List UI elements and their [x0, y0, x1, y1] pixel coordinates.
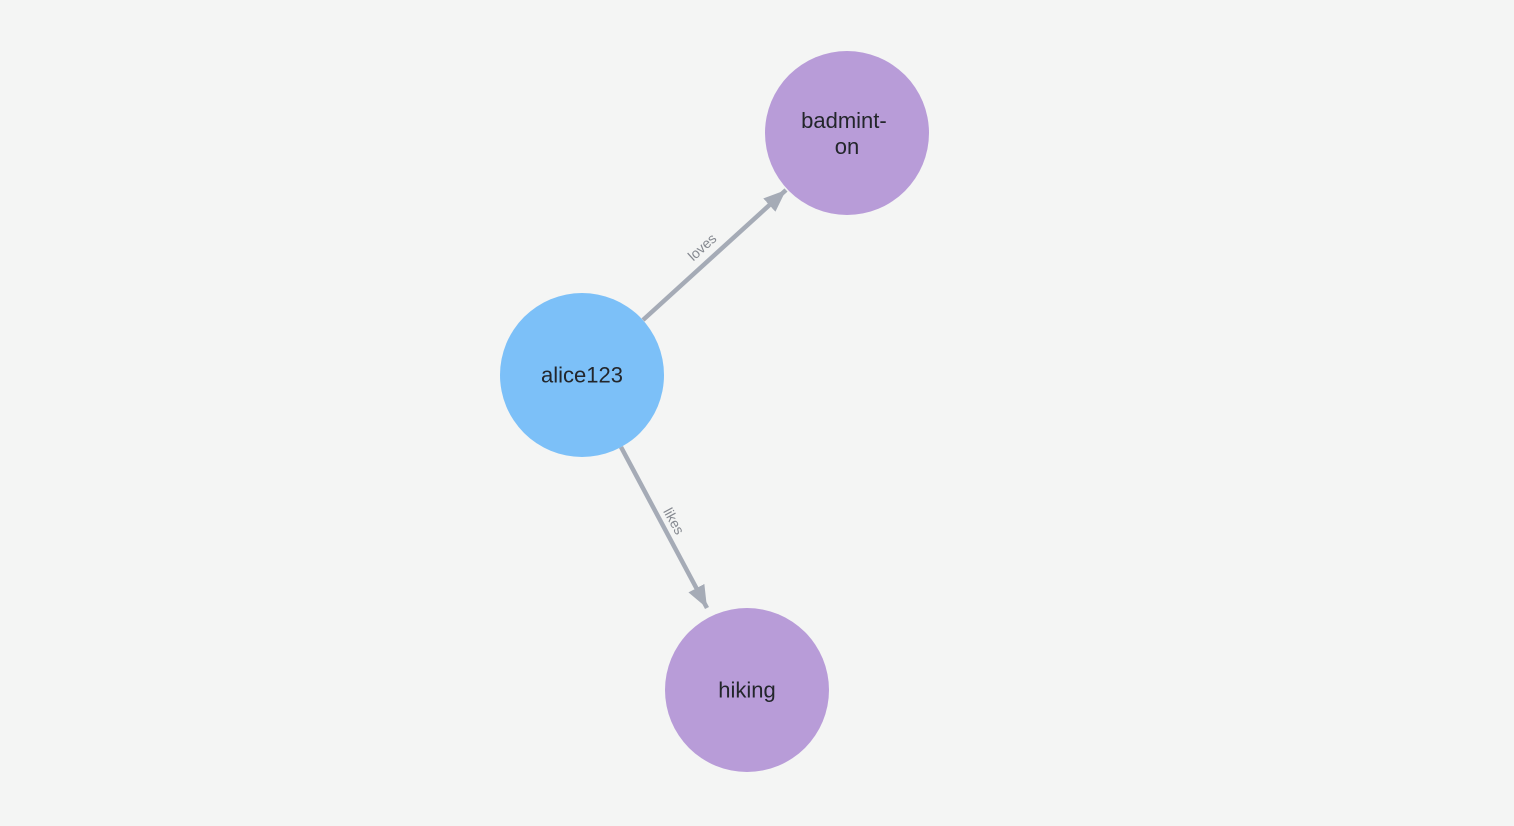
node-badminton-circle[interactable] — [765, 51, 929, 215]
node-hiking-circle[interactable] — [665, 608, 829, 772]
node-alice123[interactable]: alice123 — [500, 293, 664, 457]
edge-loves-line[interactable] — [641, 188, 788, 322]
node-hiking[interactable]: hiking — [665, 608, 829, 772]
node-alice123-label: alice123 — [541, 363, 623, 388]
node-alice123-circle[interactable] — [500, 293, 664, 457]
node-badminton-label-line2: on — [835, 133, 859, 158]
node-hiking-label: hiking — [718, 678, 775, 703]
node-badminton-label-line1: badmint- — [801, 108, 887, 133]
edge-likes-line[interactable] — [619, 445, 709, 610]
node-badminton-label: badmint- on — [801, 108, 893, 159]
node-badminton[interactable]: badmint- on — [765, 51, 929, 215]
